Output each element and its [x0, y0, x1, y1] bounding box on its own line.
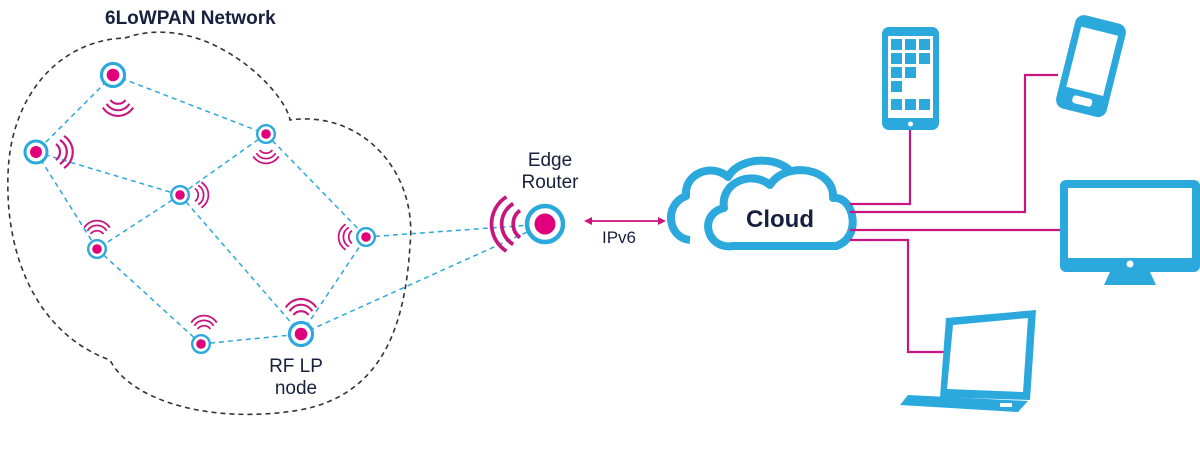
smartphone-icon	[1056, 15, 1126, 118]
laptop-icon	[900, 310, 1036, 412]
edge-router-label-line-1: Edge	[527, 150, 573, 171]
cloud-icon	[666, 156, 857, 251]
edge-router-label-line-2: Router	[521, 172, 579, 193]
mesh-node-1	[99, 61, 135, 117]
tablet-icon	[882, 27, 939, 130]
rf-lp-node	[284, 298, 318, 348]
network-boundary	[7, 31, 412, 416]
mesh-links	[35, 74, 546, 345]
mesh-node-4	[169, 181, 210, 209]
cloud-label: Cloud	[746, 206, 814, 233]
mesh-node-5	[83, 219, 111, 259]
rf-lp-node-label-line-1: RF LP	[269, 356, 323, 377]
device-connectors	[850, 73, 1060, 354]
ipv6-link-arrow	[584, 217, 666, 225]
mesh-node-7	[190, 314, 218, 354]
edge-router-node	[489, 194, 566, 254]
rf-lp-node-label: RF LP node	[266, 356, 326, 400]
mesh-node-2	[23, 134, 74, 170]
rf-lp-node-label-line-2: node	[274, 378, 318, 399]
monitor-icon	[1060, 180, 1200, 285]
network-title: 6LoWPAN Network	[105, 8, 276, 29]
edge-router-label: Edge Router	[520, 150, 580, 194]
ipv6-label: IPv6	[602, 228, 637, 247]
